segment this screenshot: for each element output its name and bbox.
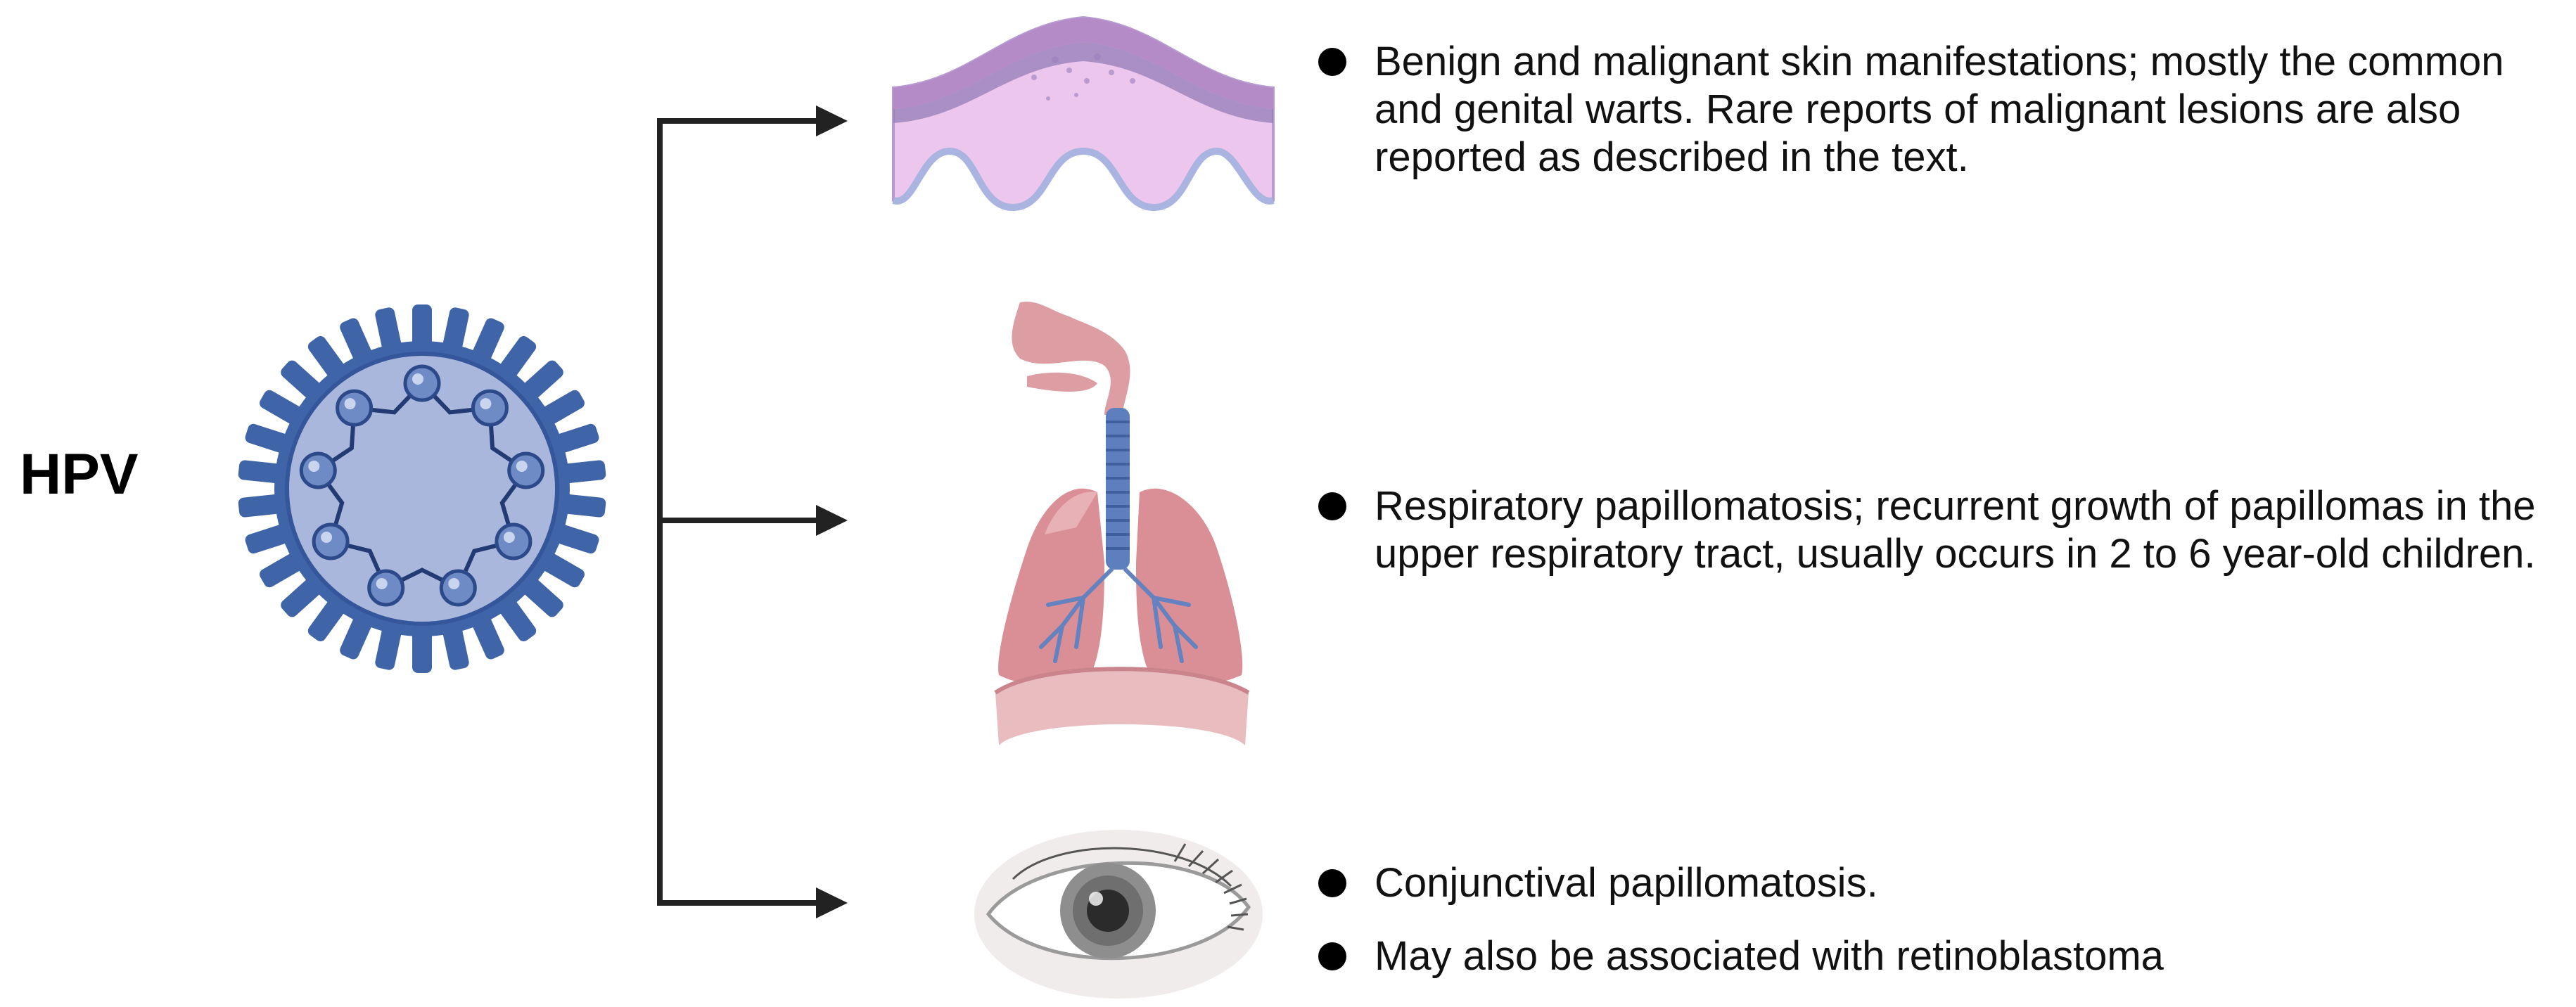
bullet-dot — [1318, 492, 1346, 520]
virus-spike — [541, 552, 585, 588]
capsomere — [336, 389, 374, 427]
virus-spike — [375, 307, 402, 352]
virus-spike — [442, 307, 469, 352]
virus-spike — [412, 629, 432, 673]
virus-spike — [340, 318, 372, 363]
virus-spike — [554, 524, 599, 554]
skin-tissue-icon — [892, 15, 1275, 212]
virus-spike — [340, 615, 372, 660]
virus-spike — [472, 318, 504, 363]
respiratory-manifestations-list: Respiratory papillomatosis; recurrent gr… — [1318, 482, 2563, 578]
skin-manifestation-text: Benign and malignant skin manifestations… — [1375, 39, 2504, 180]
virus-spike — [238, 460, 283, 484]
virus-spike — [499, 335, 537, 379]
virus-spike — [238, 494, 283, 518]
virus-spike — [375, 625, 402, 670]
virus-spike — [522, 360, 563, 400]
list-item: Conjunctival papillomatosis. — [1318, 859, 2563, 907]
virus-spike — [307, 598, 345, 642]
respiratory-manifestation-text: Respiratory papillomatosis; recurrent gr… — [1375, 483, 2536, 577]
virus-spike — [412, 304, 432, 348]
conjunctival-manifestation-text: Conjunctival papillomatosis. — [1375, 860, 1878, 906]
list-item: May also be associated with retinoblasto… — [1318, 932, 2563, 980]
virus-spike — [442, 625, 469, 670]
virus-spike — [260, 390, 303, 425]
eye-icon — [974, 830, 1263, 999]
capsomere — [439, 569, 477, 607]
capsomere — [312, 522, 350, 560]
virus-spike — [307, 335, 345, 379]
virus-icon — [238, 304, 606, 673]
bullet-dot — [1318, 48, 1346, 76]
capsomere — [403, 364, 441, 402]
list-item: Benign and malignant skin manifestations… — [1318, 38, 2563, 181]
virus-spike — [260, 552, 303, 588]
capsomere — [299, 451, 337, 489]
virus-spike — [541, 390, 585, 425]
capsomere — [507, 451, 545, 489]
capsomere — [471, 389, 509, 427]
skin-manifestations-list: Benign and malignant skin manifestations… — [1318, 38, 2563, 181]
virus-spike — [522, 577, 563, 617]
retinoblastoma-text: May also be associated with retinoblasto… — [1375, 933, 2164, 979]
virus-spike — [561, 494, 606, 518]
list-item: Respiratory papillomatosis; recurrent gr… — [1318, 482, 2563, 578]
virus-spike — [554, 423, 599, 454]
hpv-title: HPV — [20, 442, 139, 506]
virus-spike — [561, 460, 606, 484]
connector-arrows — [657, 105, 848, 918]
virus-spike — [499, 598, 537, 642]
virus-spike — [245, 423, 291, 454]
bullet-dot — [1318, 942, 1346, 970]
virus-spike — [472, 615, 504, 660]
eye-manifestations-list: Conjunctival papillomatosis. — [1318, 859, 2563, 907]
virus-spike — [245, 524, 291, 554]
respiratory-system-icon — [994, 302, 1250, 745]
capsomere — [495, 522, 533, 560]
virus-spike — [281, 577, 322, 617]
capsomere — [367, 569, 405, 607]
eye-manifestations-list-2: May also be associated with retinoblasto… — [1318, 932, 2563, 980]
bullet-dot — [1318, 869, 1346, 897]
virus-spike — [281, 360, 322, 400]
